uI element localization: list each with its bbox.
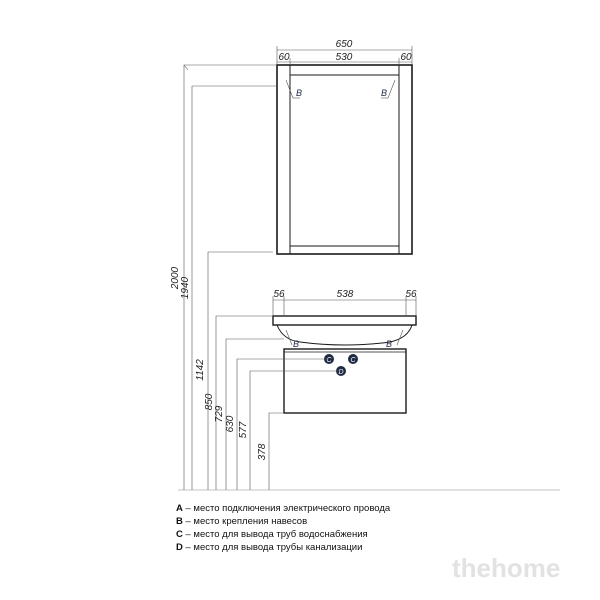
a-leader bbox=[183, 64, 189, 71]
dim-basin-inner: 538 bbox=[337, 289, 354, 300]
dim-height-850: 850 bbox=[204, 393, 215, 410]
watermark-text: thehome bbox=[452, 553, 561, 583]
dim-height-729: 729 bbox=[214, 405, 225, 422]
legend-text-c: – место для вывода труб водоснабжения bbox=[182, 529, 368, 540]
dim-577-line bbox=[249, 370, 341, 490]
dim-height-2000: 2000 bbox=[170, 266, 181, 290]
dim-mirror-frame-right: 60 bbox=[400, 52, 412, 63]
vanity-b-leaders bbox=[285, 329, 404, 346]
mirror-marker-b-right: B bbox=[381, 88, 387, 98]
b-leader-left bbox=[285, 79, 294, 99]
legend: A – место подключения электрического про… bbox=[176, 502, 390, 554]
dim-630-line bbox=[236, 358, 329, 490]
marker-d-label: D bbox=[338, 369, 343, 376]
dim-height-630: 630 bbox=[225, 415, 236, 432]
cabinet-body bbox=[283, 348, 407, 414]
dim-850-line bbox=[215, 315, 273, 490]
basin-bowl bbox=[276, 324, 413, 346]
dim-1142-line bbox=[207, 251, 273, 490]
dim-height-577: 577 bbox=[238, 421, 249, 438]
dim-basin-side-left: 56 bbox=[273, 289, 285, 300]
mirror-cabinet bbox=[276, 64, 413, 255]
b-leader-right bbox=[387, 79, 396, 99]
vanity-unit bbox=[272, 315, 417, 414]
dim-mirror-frame-left: 60 bbox=[278, 52, 290, 63]
marker-c-left-label: C bbox=[326, 357, 332, 364]
basin-top bbox=[272, 315, 417, 326]
legend-row-a: A – место подключения электрического про… bbox=[176, 502, 390, 515]
legend-row-c: C – место для вывода труб водоснабжения bbox=[176, 528, 390, 541]
legend-key-b: B bbox=[176, 516, 183, 527]
legend-text-b: – место крепления навесов bbox=[182, 516, 308, 527]
dim-mirror-inner: 530 bbox=[336, 52, 353, 63]
dim-729-line bbox=[225, 338, 284, 490]
vanity-dimensions bbox=[272, 296, 417, 316]
dim-1940-line bbox=[191, 85, 277, 490]
vanity-b-leader-right bbox=[396, 329, 404, 346]
mirror-b-leaders bbox=[285, 79, 396, 99]
dim-mirror-width: 650 bbox=[336, 39, 353, 50]
marker-c-right bbox=[348, 354, 358, 364]
mirror-dimensions bbox=[276, 46, 413, 65]
mirror-outer-frame bbox=[276, 64, 413, 255]
legend-key-a: A bbox=[176, 503, 183, 514]
mirror-marker-b-left: B bbox=[296, 88, 302, 98]
legend-row-b: B – место крепления навесов bbox=[176, 515, 390, 528]
dim-height-378: 378 bbox=[257, 443, 268, 460]
vanity-b-leader-left bbox=[285, 329, 293, 346]
dim-378-line bbox=[268, 412, 284, 490]
legend-key-c: C bbox=[176, 529, 183, 540]
vanity-marker-b-right: B bbox=[386, 339, 392, 349]
dim-basin-side-right: 56 bbox=[405, 289, 417, 300]
legend-text-d: – место для вывода трубы канализации bbox=[182, 542, 363, 553]
marker-c-right-label: C bbox=[350, 357, 356, 364]
dim-height-1142: 1142 bbox=[195, 359, 206, 381]
dim-height-1940: 1940 bbox=[180, 276, 191, 299]
vanity-marker-b-left: B bbox=[293, 339, 299, 349]
legend-text-a: – место подключения электрического прово… bbox=[182, 503, 391, 514]
legend-key-d: D bbox=[176, 542, 183, 553]
legend-row-d: D – место для вывода трубы канализации bbox=[176, 541, 390, 554]
a-leader-tick bbox=[183, 64, 189, 71]
